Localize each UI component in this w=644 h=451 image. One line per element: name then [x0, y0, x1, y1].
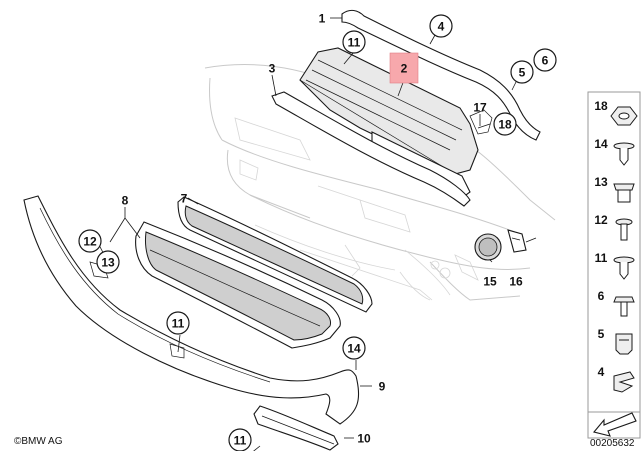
callout-label: 4: [438, 20, 445, 34]
callout-15: 15: [483, 275, 497, 289]
callout-circle: [342, 336, 366, 360]
expanding-rivet-icon: [613, 256, 635, 280]
callout-circle: [493, 112, 517, 136]
copyright-text: ©BMW AG: [14, 436, 63, 447]
callout-label: 8: [122, 194, 129, 208]
callout-11b: 11: [166, 311, 190, 335]
fastener-number: 18: [594, 99, 608, 113]
car-front-outline: [204, 64, 556, 301]
callout-9: 9: [379, 380, 386, 394]
callout-circle: [342, 30, 366, 54]
callout-6: 6: [533, 48, 557, 72]
callout-label: 5: [519, 66, 526, 80]
fastener-row-6: 6: [598, 289, 635, 317]
part-lower-bracket-10: [253, 405, 339, 451]
callout-circle: [510, 60, 534, 84]
fastener-number: 12: [594, 213, 608, 227]
spring-clip-icon: [613, 371, 635, 393]
part-upper-trim-strip: [341, 9, 541, 141]
callout-17: 17: [473, 101, 487, 115]
part-upper-grille: [177, 196, 373, 313]
fastener-row-18: 18: [594, 99, 638, 126]
part-lower-spoiler: [23, 195, 360, 425]
torx-screw-icon: [615, 218, 633, 241]
callout-label: 6: [542, 54, 549, 68]
clip-icon: [615, 333, 633, 355]
callout-13: 13: [96, 250, 120, 274]
plastic-nut-icon: [613, 183, 635, 203]
callout-label: 2: [401, 62, 408, 76]
callout-18: 18: [493, 112, 517, 136]
hex-bolt-icon: [613, 296, 635, 317]
expanding-rivet-icon: [613, 142, 635, 166]
callout-highlight: [389, 52, 419, 84]
callout-circle: [78, 229, 102, 253]
callout-7: 7: [181, 192, 188, 206]
fastener-number: 6: [598, 289, 605, 303]
callout-5: 5: [510, 60, 534, 84]
callout-11a: 11: [342, 30, 366, 54]
part-bracket-16: [507, 229, 537, 253]
callout-14: 14: [342, 336, 366, 360]
callout-8: 8: [122, 194, 129, 208]
fastener-number: 5: [598, 327, 605, 341]
fastener-number: 11: [595, 251, 608, 265]
callout-12: 12: [78, 229, 102, 253]
callout-label: 7: [181, 192, 188, 206]
callout-label: 15: [483, 275, 497, 289]
callout-circle: [228, 428, 252, 451]
fastener-panel: 18 14 13 12 11 6 5 4: [587, 91, 641, 439]
callout-label: 17: [473, 101, 487, 115]
callout-label: 18: [498, 118, 512, 132]
part-lower-grille: [135, 221, 341, 349]
callout-4: 4: [429, 14, 453, 38]
fastener-number: 13: [594, 175, 608, 189]
callout-3: 3: [269, 62, 276, 76]
callout-circle: [166, 311, 190, 335]
callout-label: 12: [83, 235, 97, 249]
callout-label: 9: [379, 380, 386, 394]
fastener-number: 4: [598, 365, 605, 379]
part-trim-strip: [271, 91, 471, 207]
callout-label: 11: [348, 36, 361, 50]
callout-11c: 11: [228, 428, 252, 451]
callout-label: 13: [101, 256, 115, 270]
callout-label: 11: [172, 317, 185, 331]
callout-16: 16: [509, 275, 523, 289]
fastener-number: 14: [594, 137, 608, 151]
fastener-row-5: 5: [598, 327, 633, 355]
fastener-row-12: 12: [594, 213, 633, 241]
callout-1: 1: [319, 12, 326, 26]
part-emblem: [474, 233, 502, 261]
callout-label: 14: [347, 342, 361, 356]
callout-10: 10: [357, 432, 371, 446]
pushnut-icon: [610, 106, 638, 126]
callout-label: 1: [319, 12, 326, 26]
callout-label: 16: [509, 275, 523, 289]
callout-circle: [429, 14, 453, 38]
callout-label: 3: [269, 62, 276, 76]
fastener-row-11: 11: [595, 251, 635, 280]
callout-2: 2: [389, 52, 419, 84]
fastener-row-4: 4: [598, 365, 635, 393]
callout-circle: [96, 250, 120, 274]
fastener-row-13: 13: [594, 175, 635, 203]
callout-circle: [533, 48, 557, 72]
callout-label: 10: [357, 432, 371, 446]
callout-label: 11: [234, 434, 247, 448]
direction-arrow-icon: [593, 412, 637, 437]
image-number: 00205632: [590, 438, 635, 449]
fastener-row-14: 14: [594, 137, 635, 166]
